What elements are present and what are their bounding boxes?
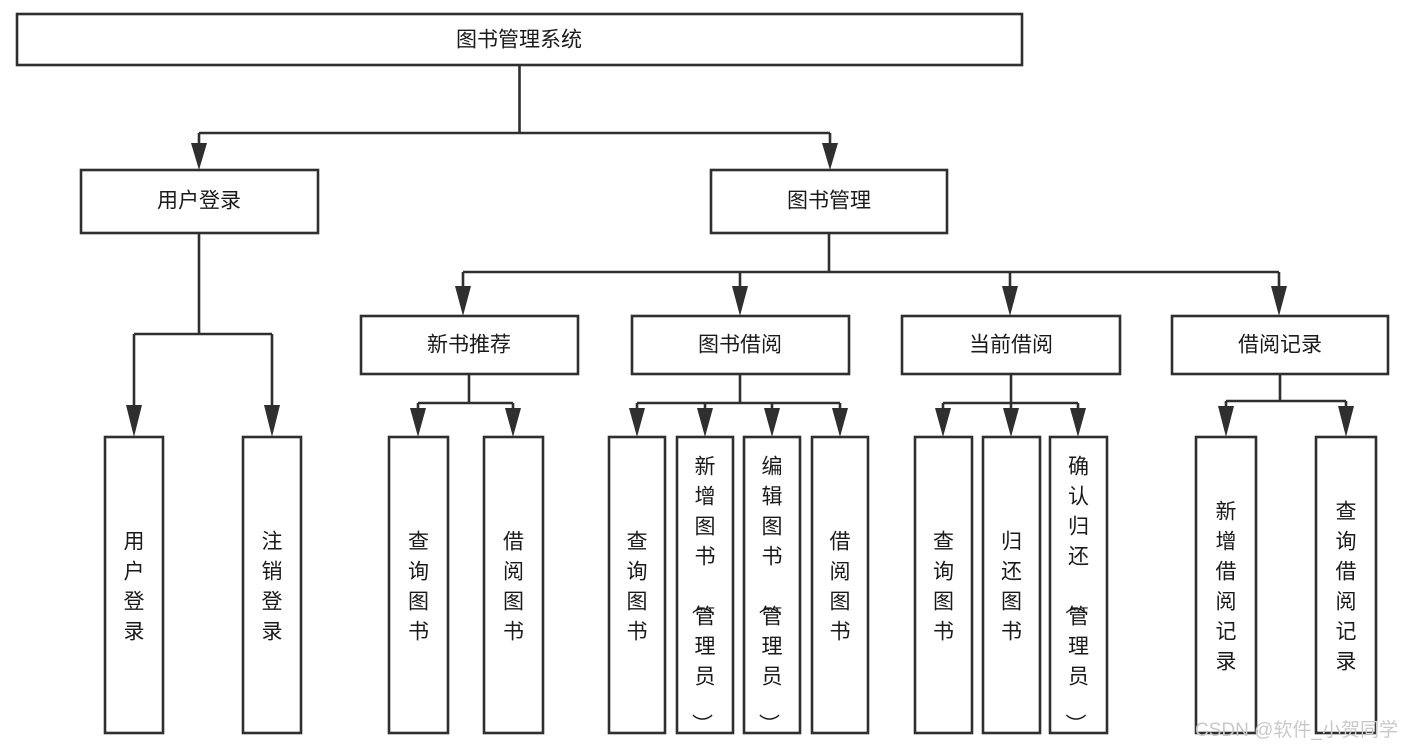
connector-group-root-to-level2 <box>191 65 838 170</box>
node-current-borrow[interactable]: 当前借阅 <box>900 314 1122 376</box>
node-leaf-return-book[interactable]: 归还图书 <box>981 435 1042 735</box>
node-leaf-add-book-label: 新增图书（管理员） <box>690 455 716 734</box>
node-leaf-borrow-book-rec[interactable]: 借阅图书 <box>482 435 545 735</box>
node-root-box[interactable] <box>15 12 1024 67</box>
node-leaf-borrow-book-brw-box[interactable] <box>810 435 870 735</box>
node-leaf-return-book-label: 归还图书 <box>1001 530 1022 643</box>
node-leaf-borrow-book-brw[interactable]: 借阅图书 <box>810 435 870 735</box>
node-book-manage-box[interactable] <box>709 168 949 235</box>
node-leaf-query-record-label: 查询借阅记录 <box>1336 500 1357 673</box>
arrowhead-borrow-record <box>1271 286 1287 316</box>
node-leaf-user-login-label: 用户登录 <box>124 530 145 643</box>
node-leaf-add-book[interactable]: 新增图书（管理员） <box>675 435 735 735</box>
node-leaf-user-login-box[interactable] <box>103 435 165 735</box>
arrowhead-current-borrow <box>1002 286 1018 316</box>
arrowhead-leaf-confirm-return <box>1070 408 1086 437</box>
node-leaf-confirm-return-label: 确认归还（管理员） <box>1063 455 1089 734</box>
csdn-watermark: CSDN @软件_小贺同学 <box>1195 719 1398 741</box>
node-leaf-query-book-cur-box[interactable] <box>913 435 974 735</box>
node-new-book-recommend-label: 新书推荐 <box>427 334 511 357</box>
node-leaf-logout-box[interactable] <box>241 435 303 735</box>
node-leaf-query-book-rec-label: 查询图书 <box>408 530 429 643</box>
node-leaf-add-record-box[interactable] <box>1194 435 1258 735</box>
arrowhead-leaf-return-book <box>1003 408 1019 437</box>
node-leaf-add-record[interactable]: 新增借阅记录 <box>1194 435 1258 735</box>
node-leaf-edit-book[interactable]: 编辑图书（管理员） <box>742 435 802 735</box>
connector-group-borrow-record-to-leaves <box>1218 374 1354 437</box>
connector-group-book-manage-to-level3 <box>455 233 1287 316</box>
node-leaf-query-book-cur-label: 查询图书 <box>933 530 954 643</box>
arrowhead-leaf-query-book-brw <box>629 408 645 437</box>
node-leaf-return-book-box[interactable] <box>981 435 1042 735</box>
node-leaf-edit-book-label: 编辑图书（管理员） <box>757 455 783 734</box>
node-leaf-borrow-book-rec-box[interactable] <box>482 435 545 735</box>
arrowhead-new-book-recommend <box>455 286 471 316</box>
node-leaf-confirm-return-box[interactable] <box>1048 435 1109 735</box>
node-leaf-query-record-box[interactable] <box>1314 435 1378 735</box>
node-leaf-query-book-cur[interactable]: 查询图书 <box>913 435 974 735</box>
node-new-book-recommend-box[interactable] <box>359 314 580 376</box>
leaf-node-layer: 用户登录 注销登录 查询图书 借阅图书 查询图书 新增图书（管理员） 编辑图书（管理员） 借阅… <box>103 435 1378 735</box>
arrowhead-leaf-query-record <box>1338 406 1354 437</box>
node-leaf-query-record[interactable]: 查询借阅记录 <box>1314 435 1378 735</box>
arrowhead-leaf-borrow-book-rec <box>505 408 521 437</box>
node-leaf-confirm-return[interactable]: 确认归还（管理员） <box>1048 435 1109 735</box>
node-leaf-add-record-label: 新增借阅记录 <box>1216 500 1237 673</box>
node-book-manage-label: 图书管理 <box>787 190 871 213</box>
node-leaf-query-book-brw-box[interactable] <box>607 435 667 735</box>
arrowhead-leaf-add-book <box>697 408 713 437</box>
node-leaf-borrow-book-rec-label: 借阅图书 <box>503 530 524 643</box>
arrowhead-leaf-logout <box>264 405 280 437</box>
arrowhead-leaf-borrow-book-brw <box>832 408 848 437</box>
node-leaf-add-book-box[interactable] <box>675 435 735 735</box>
node-current-borrow-label: 当前借阅 <box>969 334 1053 357</box>
node-leaf-query-book-brw-label: 查询图书 <box>627 530 648 643</box>
node-current-borrow-box[interactable] <box>900 314 1122 376</box>
connector-group-user-login-to-leaves <box>126 233 280 437</box>
arrowhead-book-manage <box>822 143 838 170</box>
arrowhead-user-login <box>191 143 207 170</box>
arrowhead-leaf-query-book-rec <box>410 408 426 437</box>
node-leaf-query-book-rec-box[interactable] <box>387 435 450 735</box>
connector-group-new-book-recommend-to-leaves <box>410 374 521 437</box>
arrowhead-book-borrow <box>732 286 748 316</box>
arrowhead-leaf-query-book-cur <box>935 408 951 437</box>
node-borrow-record-box[interactable] <box>1170 314 1390 376</box>
node-book-manage[interactable]: 图书管理 <box>709 168 949 235</box>
node-leaf-query-book-rec[interactable]: 查询图书 <box>387 435 450 735</box>
node-leaf-borrow-book-brw-label: 借阅图书 <box>830 530 851 643</box>
node-root[interactable]: 图书管理系统 <box>15 12 1024 67</box>
node-book-borrow-label: 图书借阅 <box>698 334 782 357</box>
connector-group-book-borrow-to-leaves <box>629 374 848 437</box>
node-borrow-record-label: 借阅记录 <box>1238 334 1322 357</box>
node-book-borrow[interactable]: 图书借阅 <box>630 314 851 376</box>
node-user-login[interactable]: 用户登录 <box>79 168 320 235</box>
node-book-borrow-box[interactable] <box>630 314 851 376</box>
node-leaf-logout[interactable]: 注销登录 <box>241 435 303 735</box>
node-root-label: 图书管理系统 <box>456 29 582 52</box>
connector-group-current-borrow-to-leaves <box>935 374 1086 437</box>
node-borrow-record[interactable]: 借阅记录 <box>1170 314 1390 376</box>
node-leaf-logout-label: 注销登录 <box>262 530 283 643</box>
node-new-book-recommend[interactable]: 新书推荐 <box>359 314 580 376</box>
node-user-login-label: 用户登录 <box>157 190 241 213</box>
arrowhead-leaf-add-record <box>1218 406 1234 437</box>
node-leaf-user-login[interactable]: 用户登录 <box>103 435 165 735</box>
node-user-login-box[interactable] <box>79 168 320 235</box>
node-leaf-query-book-brw[interactable]: 查询图书 <box>607 435 667 735</box>
node-leaf-edit-book-box[interactable] <box>742 435 802 735</box>
arrowhead-leaf-edit-book <box>764 408 780 437</box>
arrowhead-leaf-user-login <box>126 405 142 437</box>
